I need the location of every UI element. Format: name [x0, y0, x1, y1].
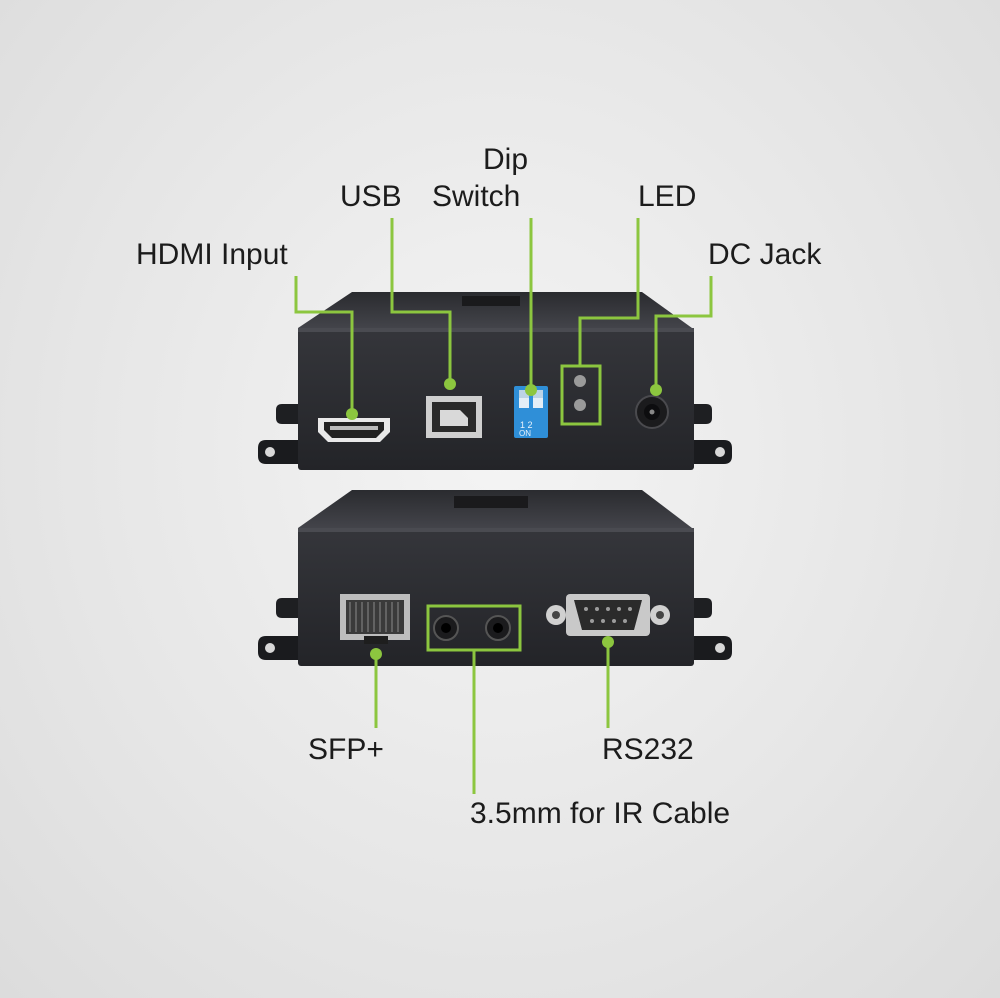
ir-jack-icon — [433, 615, 511, 641]
usb-b-port-icon — [426, 396, 482, 438]
led-highlight-box — [560, 364, 602, 426]
dip-on-label: ON — [519, 429, 531, 438]
dot-dc — [650, 384, 662, 396]
label-usb: USB — [340, 180, 402, 213]
callout-led — [578, 218, 640, 366]
callout-dots — [346, 378, 662, 660]
front-panel — [298, 328, 694, 470]
dip-numbers: 1 2 — [520, 420, 533, 430]
sfp-port-icon — [340, 594, 410, 644]
label-dc-jack: DC Jack — [708, 238, 822, 271]
dot-sfp — [370, 648, 382, 660]
transmitter-unit: 1 2 ON — [258, 292, 732, 470]
callout-hdmi — [294, 276, 354, 410]
ear-hole-right — [715, 447, 725, 457]
receiver-unit — [258, 490, 732, 666]
callout-usb — [390, 218, 452, 380]
mount-ear-left-2 — [258, 636, 300, 660]
top-sticker-2 — [454, 496, 528, 508]
label-rs232: RS232 — [602, 733, 694, 766]
dot-rs232 — [602, 636, 614, 648]
mount-ear-right-back — [690, 404, 712, 424]
label-sfp: SFP+ — [308, 733, 384, 766]
front-edge — [298, 328, 694, 332]
dip-switch-icon: 1 2 ON — [514, 386, 548, 438]
callout-dc — [654, 276, 713, 388]
hdmi-port-icon — [318, 418, 390, 442]
mount-ear-right-back-2 — [690, 598, 712, 618]
dot-dip — [525, 384, 537, 396]
callout-lines — [294, 218, 713, 794]
mount-ear-right — [694, 440, 732, 464]
top-sticker — [462, 296, 520, 306]
mount-ear-left — [258, 440, 300, 464]
label-switch: Switch — [432, 180, 521, 213]
label-led: LED — [638, 180, 697, 213]
ear-hole-left — [265, 447, 275, 457]
mount-ear-left-back — [276, 404, 300, 424]
label-dip: Dip — [483, 143, 529, 176]
ear-hole-right-2 — [715, 643, 725, 653]
rs232-port-icon — [546, 594, 670, 636]
label-hdmi-input: HDMI Input — [136, 238, 288, 271]
front-edge-2 — [298, 528, 694, 532]
mount-ear-right-2 — [694, 636, 732, 660]
ear-hole-left-2 — [265, 643, 275, 653]
top-surface-2 — [298, 490, 692, 528]
dot-hdmi — [346, 408, 358, 420]
dc-jack-icon — [635, 395, 669, 429]
led-indicator-icon — [574, 375, 586, 411]
mount-ear-left-back-2 — [276, 598, 300, 618]
label-ir-cable: 3.5mm for IR Cable — [470, 797, 731, 830]
dot-usb — [444, 378, 456, 390]
